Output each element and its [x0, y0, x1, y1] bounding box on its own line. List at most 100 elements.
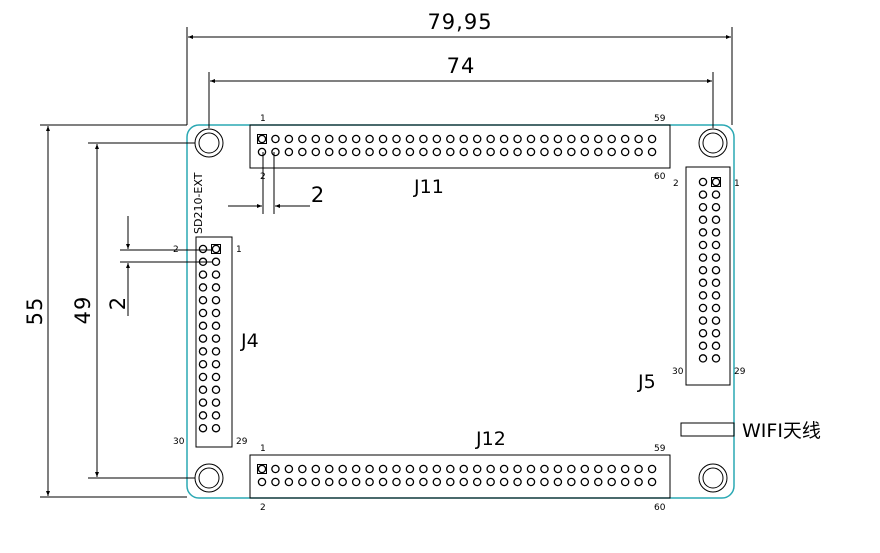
pin — [594, 134, 603, 144]
j5-pin-2: 2 — [673, 179, 679, 189]
pin-1-marker — [257, 134, 267, 144]
pin — [311, 147, 321, 157]
pin — [298, 464, 307, 474]
pin — [198, 359, 208, 369]
pin — [698, 341, 708, 351]
pin — [594, 477, 603, 487]
pin — [711, 278, 721, 288]
mounting-hole-top-left — [194, 128, 224, 158]
pin — [711, 316, 721, 325]
pin — [698, 316, 708, 325]
pin — [446, 134, 455, 144]
j4-pin-1: 1 — [236, 245, 242, 255]
pin — [338, 464, 347, 474]
pin — [405, 464, 415, 474]
pin — [198, 334, 208, 343]
pin — [198, 283, 208, 292]
pin — [472, 477, 482, 487]
pin — [432, 147, 442, 157]
pin — [271, 134, 280, 144]
pin — [351, 477, 361, 487]
pin — [540, 464, 549, 474]
pin — [198, 244, 208, 254]
pin — [198, 257, 208, 267]
pin — [553, 464, 563, 474]
pin — [324, 477, 334, 487]
pin — [540, 134, 549, 144]
pin — [211, 270, 221, 279]
pin — [198, 411, 208, 420]
dim-hole-width-label: 74 — [447, 54, 476, 78]
pin — [198, 423, 208, 433]
pin — [198, 270, 208, 279]
pin — [634, 134, 643, 144]
mounting-hole-bottom-left — [194, 463, 224, 493]
connector-j11-pins — [257, 134, 657, 157]
j5-pin-1: 1 — [734, 179, 740, 189]
pin — [211, 398, 221, 407]
pin — [513, 477, 522, 487]
pin — [198, 385, 208, 395]
pin — [486, 464, 495, 474]
pin — [698, 291, 708, 300]
pin — [405, 477, 415, 487]
pin — [378, 464, 388, 474]
pin — [698, 265, 708, 275]
pin — [446, 464, 455, 474]
pin — [351, 134, 361, 144]
pin — [211, 295, 221, 305]
pin — [419, 134, 428, 144]
pin — [711, 190, 721, 199]
pin — [271, 147, 280, 157]
pin — [486, 477, 495, 487]
pin — [392, 464, 401, 474]
dim-hole-height — [88, 142, 195, 479]
pin — [432, 134, 442, 144]
pin — [540, 477, 549, 487]
dim-overall-width-label: 79,95 — [427, 10, 492, 34]
pin — [526, 134, 536, 144]
dim-pitch-j4-label: 2 — [106, 296, 130, 310]
wifi-antenna-footprint — [680, 422, 735, 437]
pin — [351, 147, 361, 157]
pin — [711, 291, 721, 300]
j12-name: J12 — [475, 428, 506, 450]
dim-hole-height-label: 49 — [71, 296, 95, 325]
pin — [392, 477, 401, 487]
pin — [211, 423, 221, 433]
dim-pitch-j11-label: 2 — [311, 183, 325, 207]
wifi-antenna-label: WIFI天线 — [742, 420, 821, 442]
pin — [198, 372, 208, 382]
pin — [499, 147, 509, 157]
pin — [211, 257, 221, 267]
pin — [392, 147, 401, 157]
pin — [284, 147, 294, 157]
pin — [620, 134, 630, 144]
pin — [419, 147, 428, 157]
mounting-hole-bottom-right — [698, 463, 728, 493]
pin — [620, 147, 630, 157]
pin — [567, 134, 576, 144]
pin — [567, 477, 576, 487]
pin — [472, 147, 482, 157]
pin — [698, 354, 708, 363]
j5-pin-29: 29 — [734, 367, 746, 377]
connector-j4-body — [195, 236, 233, 448]
j4-pin-30: 30 — [173, 437, 185, 447]
pin — [698, 328, 708, 338]
pin — [711, 328, 721, 338]
board-name-label: SD210-EXT — [192, 172, 205, 234]
pin — [211, 308, 221, 318]
pin — [526, 464, 536, 474]
j4-pin-29: 29 — [236, 437, 248, 447]
pin — [698, 228, 708, 237]
pin — [211, 411, 221, 420]
dim-overall-height — [40, 124, 187, 498]
pin — [284, 464, 294, 474]
pin — [378, 477, 388, 487]
pin — [365, 477, 374, 487]
pin — [432, 464, 442, 474]
board-outline — [186, 124, 735, 499]
pin — [472, 464, 482, 474]
connector-j4-pins — [198, 244, 221, 433]
